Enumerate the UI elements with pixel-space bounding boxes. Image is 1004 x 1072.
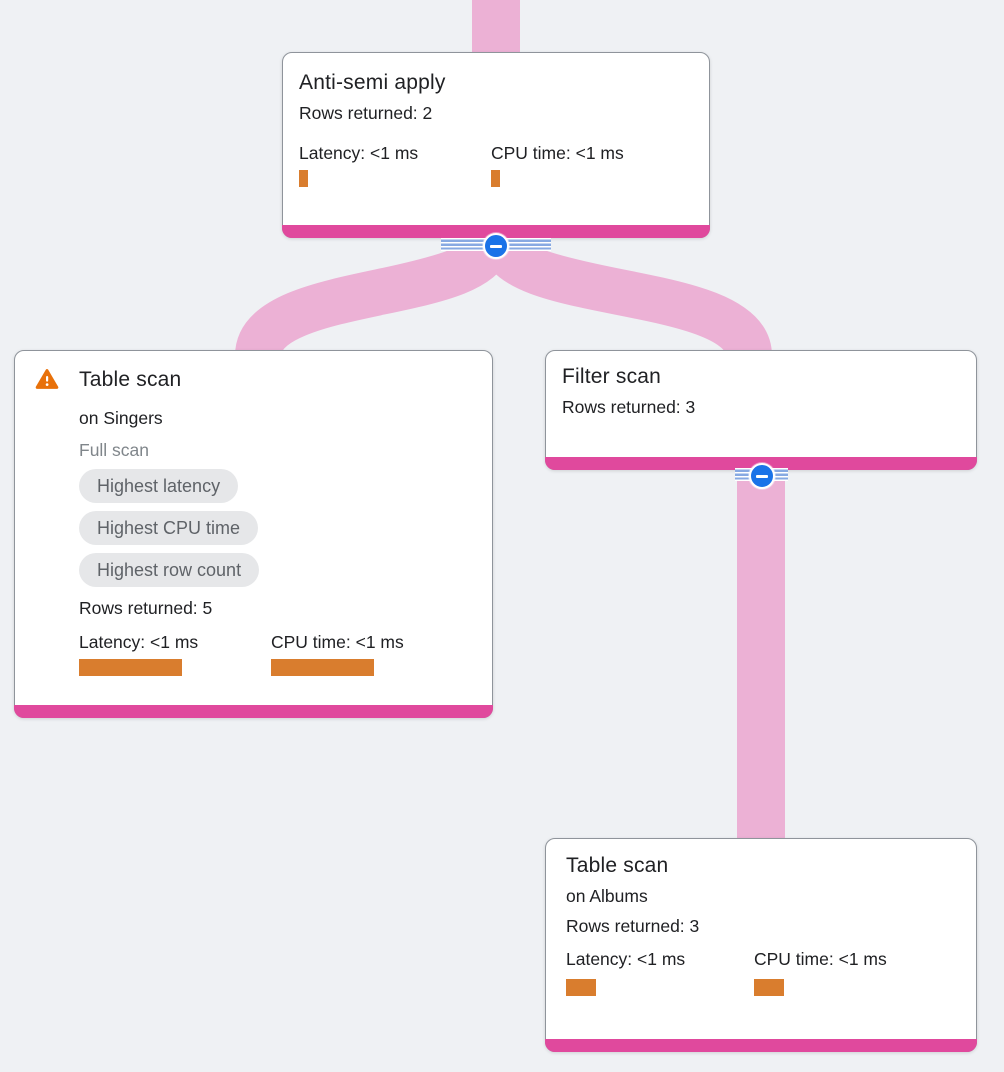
node-title: Filter scan xyxy=(562,365,662,388)
node-accent-bar xyxy=(282,225,710,238)
rows-returned: Rows returned: 2 xyxy=(299,103,433,123)
latency-bar xyxy=(299,170,308,187)
edge-root-to-filter xyxy=(479,233,772,360)
collapse-button[interactable] xyxy=(483,233,509,259)
collapse-control-filter xyxy=(735,463,788,489)
cpu-bar xyxy=(491,170,500,187)
cpu-label: CPU time: <1 ms xyxy=(271,632,404,652)
rows-returned: Rows returned: 3 xyxy=(566,916,700,936)
badge-highest-row-count: Highest row count xyxy=(79,553,260,587)
warning-icon xyxy=(35,368,59,390)
cpu-label: CPU time: <1 ms xyxy=(491,143,624,163)
minus-icon xyxy=(756,474,768,478)
latency-label: Latency: <1 ms xyxy=(299,143,419,163)
node-subtitle: on Albums xyxy=(566,886,648,906)
collapse-control-root xyxy=(441,233,551,259)
latency-metric: Latency: <1 ms xyxy=(299,141,491,187)
plan-node-table-scan-singers[interactable]: Table scan on Singers Full scan Highest … xyxy=(14,350,493,718)
node-accent-bar xyxy=(14,705,493,718)
latency-label: Latency: <1 ms xyxy=(566,949,686,969)
node-subtitle: on Singers xyxy=(79,408,163,428)
node-title: Anti-semi apply xyxy=(299,71,446,94)
cpu-metric: CPU time: <1 ms xyxy=(491,141,683,187)
badge-highest-cpu-time: Highest CPU time xyxy=(79,511,259,545)
edge-root-to-singers xyxy=(235,233,513,360)
node-title: Table scan xyxy=(566,854,669,877)
latency-bar xyxy=(566,979,596,996)
scan-type: Full scan xyxy=(79,440,150,460)
plan-node-table-scan-albums[interactable]: Table scan on Albums Rows returned: 3 La… xyxy=(545,838,977,1052)
rows-returned: Rows returned: 3 xyxy=(562,397,696,417)
cpu-bar xyxy=(271,659,374,676)
rows-returned: Rows returned: 5 xyxy=(79,598,213,618)
cpu-metric: CPU time: <1 ms xyxy=(754,947,946,996)
latency-bar xyxy=(79,659,182,676)
latency-metric: Latency: <1 ms xyxy=(79,630,271,676)
node-accent-bar xyxy=(545,1039,977,1052)
latency-label: Latency: <1 ms xyxy=(79,632,199,652)
badge-highest-latency: Highest latency xyxy=(79,469,239,503)
cpu-label: CPU time: <1 ms xyxy=(754,949,887,969)
collapse-button[interactable] xyxy=(749,463,775,489)
cpu-bar xyxy=(754,979,784,996)
latency-metric: Latency: <1 ms xyxy=(566,947,754,996)
cpu-metric: CPU time: <1 ms xyxy=(271,630,463,676)
plan-node-filter-scan[interactable]: Filter scan Rows returned: 3 xyxy=(545,350,977,470)
plan-node-anti-semi-apply[interactable]: Anti-semi apply Rows returned: 2 Latency… xyxy=(282,52,710,238)
node-title: Table scan xyxy=(79,368,182,391)
minus-icon xyxy=(490,244,502,248)
badge-list: Highest latency Highest CPU time Highest… xyxy=(79,469,476,587)
